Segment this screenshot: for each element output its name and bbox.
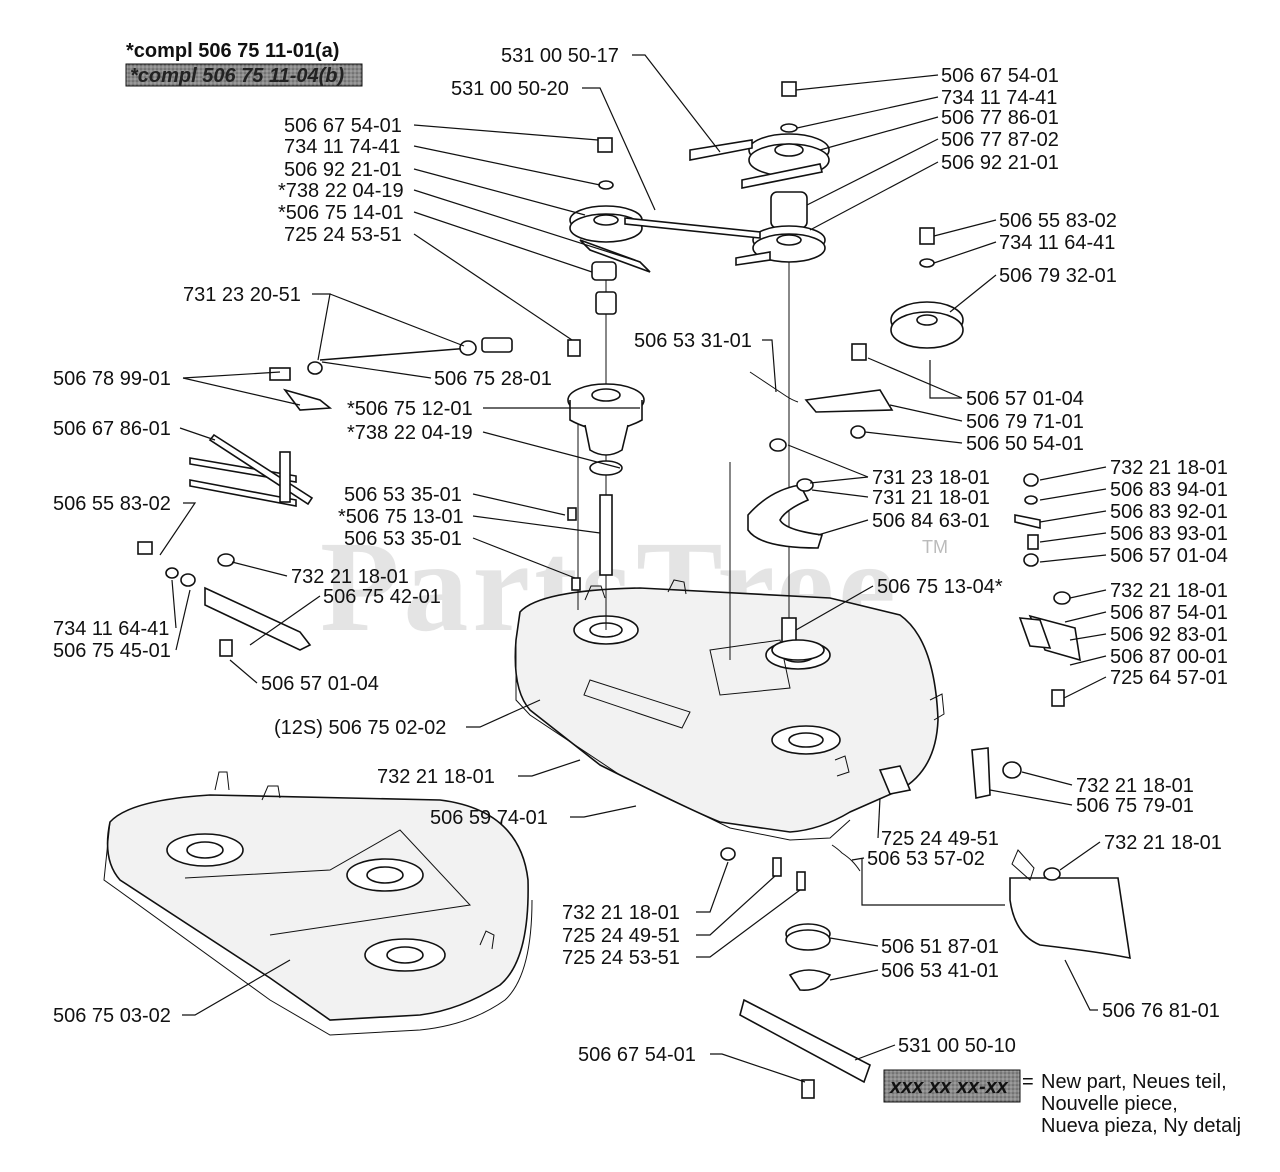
part-label: 732 21 18-01	[1104, 832, 1222, 854]
part-label: 506 79 71-01	[966, 411, 1084, 433]
part-label: 531 00 50-10	[898, 1035, 1016, 1057]
part-label: 506 75 28-01	[434, 368, 552, 390]
part-label: 506 79 32-01	[999, 265, 1117, 287]
part-label: 506 75 03-02	[53, 1005, 171, 1027]
part-label: 506 53 35-01	[344, 484, 462, 506]
compl-b-highlight	[125, 63, 363, 87]
part-label: 506 92 83-01	[1110, 624, 1228, 646]
part-label: 506 84 63-01	[872, 510, 990, 532]
part-label: 506 53 31-01	[634, 330, 752, 352]
leader-lines	[159, 54, 1107, 1083]
part-label: 531 00 50-20	[451, 78, 569, 100]
spindle-right	[771, 617, 825, 661]
part-label: 506 55 83-02	[999, 210, 1117, 232]
part-label: 506 57 01-04	[966, 388, 1084, 410]
part-label: 506 57 01-04	[261, 673, 379, 695]
part-label: 506 51 87-01	[881, 936, 999, 958]
part-label: 731 23 18-01	[872, 467, 990, 489]
part-label: 731 23 20-51	[183, 284, 301, 306]
part-label: 506 76 81-01	[1102, 1000, 1220, 1022]
part-label: 506 83 93-01	[1110, 523, 1228, 545]
part-label: 731 21 18-01	[872, 487, 990, 509]
part-label: 734 11 74-41	[941, 87, 1057, 109]
legend-equals: =	[1022, 1071, 1034, 1093]
part-label: 725 24 49-51	[562, 925, 680, 947]
part-label: 506 75 42-01	[323, 586, 441, 608]
part-label: 506 50 54-01	[966, 433, 1084, 455]
part-label: 506 87 00-01	[1110, 646, 1228, 668]
part-label: (12S) 506 75 02-02	[274, 717, 446, 739]
discharge-chute	[1009, 849, 1131, 960]
part-label: 506 75 13-04*	[877, 576, 1003, 598]
link-506-75-42	[137, 541, 312, 657]
legend-code-box	[883, 1069, 1021, 1103]
part-label: 732 21 18-01	[291, 566, 409, 588]
part-label: 506 57 01-04	[1110, 545, 1228, 567]
part-label: *506 75 12-01	[347, 398, 473, 420]
part-label: 732 21 18-01	[1110, 580, 1228, 602]
compl-b-label: *compl 506 75 11-04(b)	[130, 65, 345, 87]
pulley-assembly-right	[624, 81, 830, 266]
mower-deck-lower	[103, 771, 533, 1036]
part-label: 506 83 94-01	[1110, 479, 1228, 501]
nut-731-23-18	[769, 438, 787, 452]
part-label: 506 75 79-01	[1076, 795, 1194, 817]
idler-arm	[749, 343, 894, 439]
part-label: 506 53 35-01	[344, 528, 462, 550]
part-label: 506 59 74-01	[430, 807, 548, 829]
part-label: 506 77 86-01	[941, 107, 1059, 129]
part-label: 734 11 64-41	[53, 618, 169, 640]
part-label: 506 53 57-02	[867, 848, 985, 870]
nut-731-21-18	[796, 478, 814, 492]
adjusting-rod-assembly	[269, 337, 513, 411]
part-label: 506 83 92-01	[1110, 501, 1228, 523]
compl-a-label: *compl 506 75 11-01(a)	[126, 40, 339, 62]
legend-line-2: Nouvelle piece,	[1041, 1093, 1178, 1115]
part-label: 732 21 18-01	[562, 902, 680, 924]
part-label: 506 92 21-01	[284, 159, 402, 181]
legend-line-1: New part, Neues teil,	[1041, 1071, 1227, 1093]
part-label: *738 22 04-19	[278, 180, 404, 202]
part-label: 506 55 83-02	[53, 493, 171, 515]
part-label: 506 67 54-01	[578, 1044, 696, 1066]
legend-code: xxx xx xx-xx	[889, 1076, 1009, 1098]
part-label: *506 75 14-01	[278, 202, 404, 224]
watermark-tm: TM	[922, 537, 948, 557]
part-label: 506 78 99-01	[53, 368, 171, 390]
part-label: *506 75 13-01	[338, 506, 464, 528]
part-label: 732 21 18-01	[1076, 775, 1194, 797]
part-label: 734 11 64-41	[999, 232, 1115, 254]
part-label: 506 92 21-01	[941, 152, 1059, 174]
part-label: 506 53 41-01	[881, 960, 999, 982]
guard-plate	[747, 484, 824, 549]
part-label: 506 77 87-02	[941, 129, 1059, 151]
part-label: 725 24 53-51	[562, 947, 680, 969]
part-labels: 531 00 50-17 531 00 50-20 506 67 54-01 7…	[53, 45, 1228, 1066]
part-label: 725 24 53-51	[284, 224, 402, 246]
legend-line-3: Nueva pieza, Ny detalj	[1041, 1115, 1241, 1137]
idler-pulley	[890, 227, 964, 349]
part-label: 506 67 86-01	[53, 418, 171, 440]
part-label: 506 75 45-01	[53, 640, 171, 662]
part-label: 725 64 57-01	[1110, 667, 1228, 689]
part-label: 725 24 49-51	[881, 828, 999, 850]
part-label: 732 21 18-01	[377, 766, 495, 788]
part-label: 506 87 54-01	[1110, 602, 1228, 624]
part-label: 732 21 18-01	[1110, 457, 1228, 479]
part-label: *738 22 04-19	[347, 422, 473, 444]
blade-assembly	[720, 844, 871, 1099]
bracket-chain-right	[1014, 473, 1081, 707]
legend: xxx xx xx-xx = New part, Neues teil, Nou…	[883, 1069, 1241, 1137]
bracket-506-75-79	[878, 747, 1022, 799]
bracket-506-67-86	[189, 433, 314, 507]
part-label: 506 67 54-01	[284, 115, 402, 137]
part-label: 531 00 50-17	[501, 45, 619, 67]
part-label: 734 11 74-41	[284, 136, 400, 158]
part-label: 506 67 54-01	[941, 65, 1059, 87]
